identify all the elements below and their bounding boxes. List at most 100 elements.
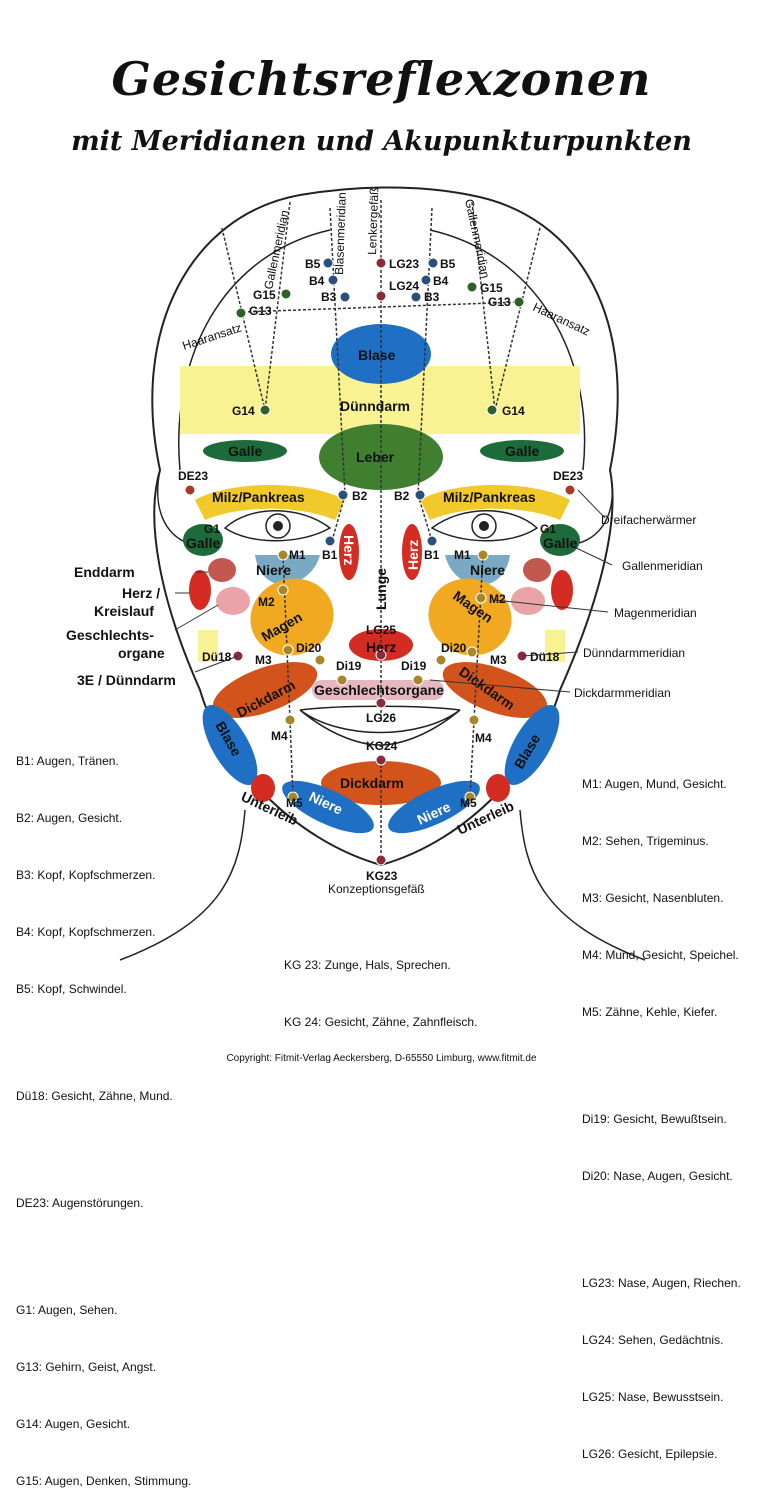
legend-item: Dü18: Gesicht, Zähne, Mund.: [16, 1089, 173, 1103]
label-konzeptionsgefaess: Konzeptionsgefäß: [328, 882, 425, 896]
zone-geschlechtsorgane: [312, 680, 444, 700]
label-m5-left: M5: [286, 796, 303, 810]
label-zone-niere-left: Niere: [256, 562, 291, 578]
page-subtitle: mit Meridianen und Akupunkturpunkten: [71, 126, 692, 157]
legend-item: LG24: Sehen, Gedächtnis.: [582, 1333, 724, 1347]
point-di19-right: [412, 674, 424, 686]
zone-kreislauf-right: [551, 570, 573, 610]
point-b1-right: [426, 535, 438, 547]
point-lg26: [375, 697, 387, 709]
label-haaransatz-right: Haaransatz: [531, 300, 593, 339]
point-b5-left: [322, 257, 334, 269]
label-gallenmeridian-left: Gallenmeridian: [261, 209, 291, 291]
legend-item: G14: Augen, Gesicht.: [16, 1417, 131, 1431]
label-b4-left: B4: [309, 274, 325, 288]
zone-blase-jaw-right: [504, 705, 560, 785]
label-g13-right: G13: [488, 295, 511, 309]
label-lg26: LG26: [366, 711, 396, 725]
zone-blase-forehead: [331, 324, 431, 384]
label-b1-left: B1: [322, 548, 338, 562]
point-b1-left: [324, 535, 336, 547]
label-di19-left: Di19: [336, 659, 362, 673]
label-lg23: LG23: [389, 257, 419, 271]
label-magenmeridian: Magenmeridian: [614, 606, 697, 620]
zone-magen-left: [250, 578, 334, 656]
label-zone-milz-left: Milz/Pankreas: [212, 489, 305, 505]
point-di19-left: [336, 674, 348, 686]
point-m5-right: [464, 791, 476, 803]
label-b2-right: B2: [394, 489, 410, 503]
legend-spacer: [16, 1251, 191, 1263]
label-kg23: KG23: [366, 869, 398, 883]
zone-niere-chin-right: [388, 780, 480, 834]
point-m2-left: [277, 584, 289, 596]
label-g14-right: G14: [502, 404, 525, 418]
label-g1-left: G1: [204, 522, 220, 536]
label-zone-dickdarm-chin: Dickdarm: [340, 775, 404, 791]
label-herz-kreislauf-2: Kreislauf: [94, 603, 154, 619]
legend-item: B4: Kopf, Kopfschmerzen.: [16, 925, 156, 939]
point-g13-right: [513, 296, 525, 308]
zone-niere-chin-left: [282, 780, 374, 834]
legend-item: G15: Augen, Denken, Stimmung.: [16, 1474, 192, 1488]
label-du18-right: Dü18: [530, 650, 560, 664]
point-kg23: [375, 854, 387, 866]
point-m1-left: [277, 549, 289, 561]
legend-item: LG23: Nase, Augen, Riechen.: [582, 1276, 741, 1290]
legend-spacer: [16, 1144, 191, 1156]
point-m4-right: [468, 714, 480, 726]
zone-red-jaw-left: [251, 774, 275, 802]
label-kg24: KG24: [366, 739, 398, 753]
label-g14-left: G14: [232, 404, 255, 418]
point-de23-left: [184, 484, 196, 496]
eyes: [223, 510, 539, 542]
meridian-lines: [221, 200, 541, 860]
point-b4-right: [420, 274, 432, 286]
zone-magen-right: [428, 578, 512, 656]
label-di19-right: Di19: [401, 659, 427, 673]
zone-geschl-cheek-right: [511, 587, 545, 615]
point-lg23: [375, 257, 387, 269]
label-zone-duenndarm: Dünndarm: [340, 398, 410, 414]
copyright: Copyright: Fitmit-Verlag Aeckersberg, D-…: [226, 1053, 537, 1064]
label-gallenmeridian-right: Gallenmeridian: [462, 198, 492, 280]
label-haaransatz-left: Haaransatz: [181, 321, 244, 353]
label-b3-left: B3: [321, 290, 337, 304]
point-b5-right: [427, 257, 439, 269]
point-di20-right: [435, 654, 447, 666]
label-du18-left: Dü18: [202, 650, 232, 664]
legend-left: B1: Augen, Tränen. B2: Augen, Gesicht. B…: [16, 714, 191, 1510]
label-zone-galle-g1-right: Galle: [543, 535, 577, 551]
point-g14-left: [259, 404, 271, 416]
label-zone-galle-right: Galle: [505, 443, 539, 459]
label-duenndarmmeridian: Dünndarmmeridian: [583, 646, 685, 660]
point-m3-left: [282, 644, 294, 656]
label-zone-geschlechtsorgane: Geschlechtsorgane: [314, 682, 444, 698]
zone-dickdarm-left: [212, 662, 318, 718]
legend-item: LG25: Nase, Bewusstsein.: [582, 1390, 724, 1404]
label-m1-left: M1: [289, 548, 306, 562]
label-m4-right: M4: [475, 731, 492, 745]
zone-dickdarm-right: [442, 662, 548, 718]
label-zone-herz-vert-right: Herz: [405, 540, 421, 570]
label-g15-left: G15: [253, 288, 276, 302]
label-b3-right: B3: [424, 290, 440, 304]
point-b4-left: [327, 274, 339, 286]
legend-spacer: [582, 1224, 741, 1236]
zone-niere-right: [445, 555, 510, 585]
legend-item: M4: Mund, Gesicht, Speichel.: [582, 948, 739, 962]
zone-milz-right: [420, 485, 570, 520]
zone-red-jaw-right: [486, 774, 510, 802]
label-de23-right: DE23: [553, 469, 583, 483]
point-b3-left: [339, 291, 351, 303]
label-herz-kreislauf-1: Herz /: [122, 585, 160, 601]
label-enddarm: Enddarm: [74, 564, 135, 580]
zone-herz-nose-right: [402, 524, 422, 580]
legend-item: B2: Augen, Gesicht.: [16, 811, 123, 825]
point-b2-left: [337, 489, 349, 501]
zone-geschl-cheek-left: [216, 587, 250, 615]
label-zone-niere-right: Niere: [470, 562, 505, 578]
legend-item: M5: Zähne, Kehle, Kiefer.: [582, 1005, 718, 1019]
label-m2-left: M2: [258, 595, 275, 609]
zone-du18-left: [198, 630, 218, 662]
